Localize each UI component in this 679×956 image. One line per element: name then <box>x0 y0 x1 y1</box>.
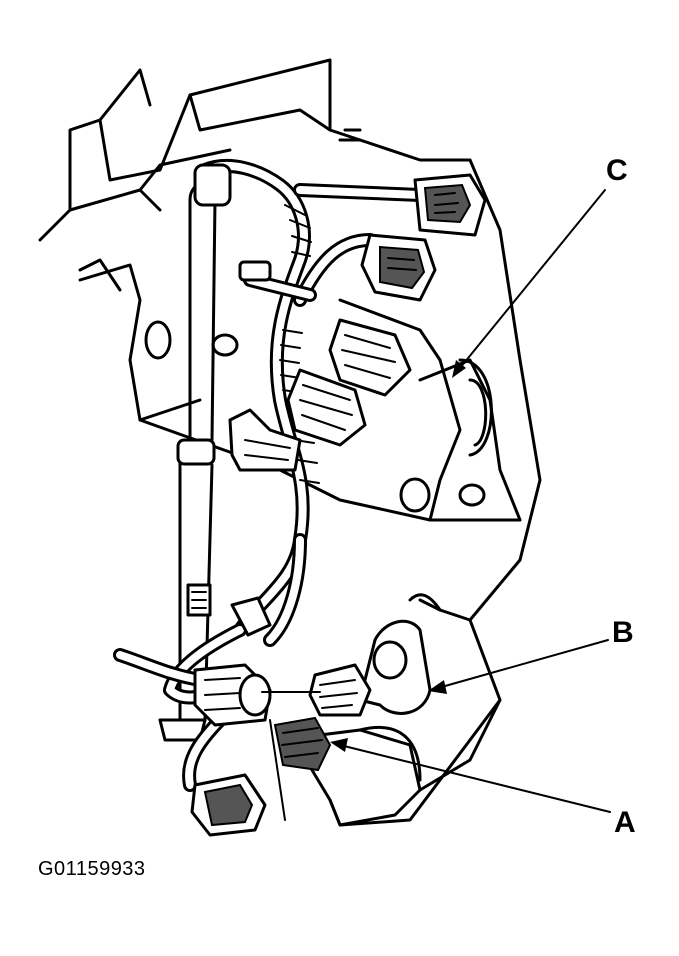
connector-mid <box>328 318 412 397</box>
harness-clip-top <box>193 163 272 282</box>
lower-casing <box>269 593 502 827</box>
leader-b <box>428 639 609 694</box>
small-clip-mid <box>230 596 272 637</box>
connector-top-right <box>413 173 487 237</box>
leader-c <box>452 189 606 378</box>
callout-label-c: C <box>606 154 628 187</box>
connector-center <box>286 368 367 447</box>
connector-lower-left <box>193 663 272 727</box>
callout-label-a: A <box>614 806 636 839</box>
engine-housing <box>38 58 542 622</box>
connector-bottom <box>190 773 267 837</box>
figure-id: G01159933 <box>38 858 146 880</box>
sensor-b <box>308 619 432 717</box>
sensor-a <box>273 716 422 827</box>
callout-label-b: B <box>612 616 634 649</box>
connector-upper-mid <box>360 233 437 302</box>
wiring-harness <box>113 158 427 792</box>
bracket-clip <box>228 408 302 472</box>
leader-a <box>330 738 611 813</box>
